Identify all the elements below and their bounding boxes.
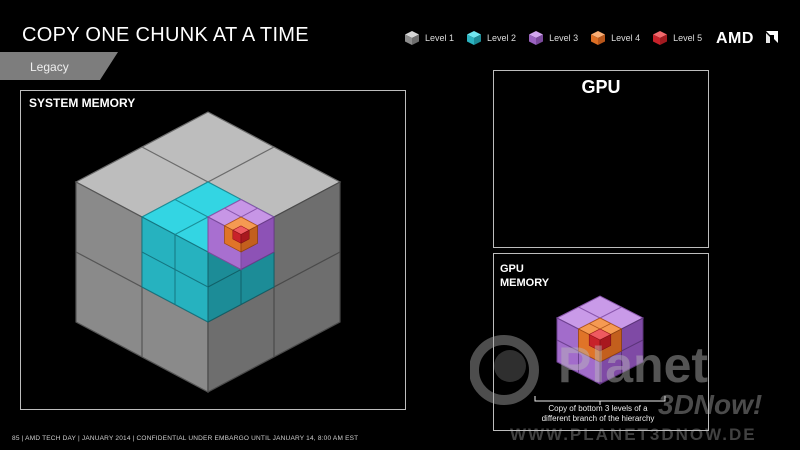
cube-icon [529,31,544,45]
bracket [534,396,666,402]
legend-item-level-4: Level 4 [590,30,640,46]
gpu-memory-title: GPU MEMORY [500,262,549,290]
slide-title: COPY ONE CHUNK AT A TIME [22,24,309,46]
system-memory-panel: SYSTEM MEMORY [20,90,406,410]
copy-caption: Copy of bottom 3 levels of a different b… [530,404,666,424]
legend-label: Level 2 [487,33,517,43]
cube-icon [405,31,419,45]
gpu-title: GPU [581,77,621,97]
tag-shape [0,52,118,80]
system-memory-title: SYSTEM MEMORY [29,96,136,110]
gpu-panel: GPU [493,70,709,248]
caption-line2: different branch of the hierarchy [541,414,655,423]
gpu-memory-title-line1: GPU [500,263,524,275]
legend-label: Level 1 [425,33,455,43]
legend-label: Level 5 [673,33,703,43]
legend-item-level-5: Level 5 [652,30,702,46]
legend-item-level-3: Level 3 [528,30,578,46]
svg-text:AMD: AMD [716,30,754,46]
amd-logo: AMD [716,30,778,46]
cube-icon [591,31,606,45]
caption-line1: Copy of bottom 3 levels of a [548,404,648,413]
legend-item-level-2: Level 2 [466,30,516,46]
level-legend: Level 1 Level 2 Level 3 Level 4 Level 5 [404,28,714,48]
legend-item-level-1: Level 1 [404,30,454,46]
legacy-tag: Legacy [0,52,118,85]
legend-label: Level 3 [549,33,579,43]
cube-icon [653,31,668,45]
gpu-memory-title-line2: MEMORY [500,277,550,289]
slide-footer: 85 | AMD TECH DAY | JANUARY 2014 | CONFI… [12,435,359,442]
gpu-memory-panel: GPU MEMORY [493,253,709,431]
legend-label: Level 4 [611,33,641,43]
level-5-block [232,225,250,244]
legacy-tag-label: Legacy [30,60,69,74]
gpu-level-5-block [588,328,612,352]
cube-icon [467,31,482,45]
